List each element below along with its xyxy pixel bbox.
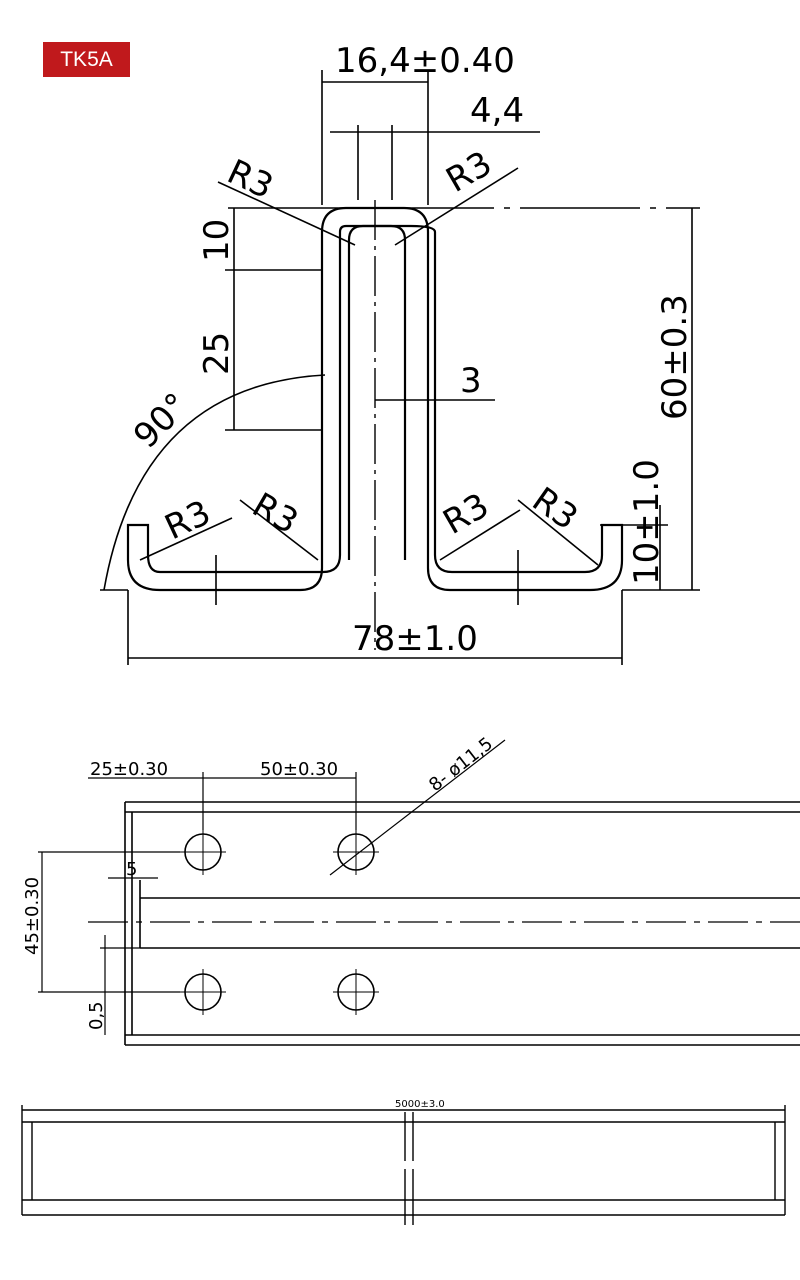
height-10-dimension: 10 (197, 219, 237, 262)
radius-label-top-left: R3 (221, 152, 279, 207)
base-width-dimension: 78±1.0 (352, 619, 478, 659)
radius-label-right-outer: R3 (525, 480, 585, 539)
height-25-dimension: 25 (197, 332, 237, 375)
length-dimension: 5000±3.0 (395, 1099, 445, 1110)
radius-label-right-inner: R3 (437, 486, 496, 543)
slot-width-dimension: 4,4 (470, 91, 524, 131)
radius-label-top-right: R3 (440, 144, 499, 201)
hole-pitch-dimension: 50±0.30 (260, 759, 338, 780)
length-view (21, 1105, 786, 1225)
thickness-dimension: 3 (460, 361, 482, 401)
offset-5-dimension: 5 (126, 859, 137, 880)
model-badge: TK5A (43, 42, 130, 77)
offset-05-dimension: 0,5 (86, 1001, 107, 1030)
angle-90-label: 90° (126, 385, 197, 456)
height-60-dimension: 60±0.3 (655, 294, 695, 420)
hole-spec-label: 8- ø11,5 (425, 733, 497, 796)
vertical-pitch-dimension: 45±0.30 (22, 877, 43, 955)
top-width-dimension: 16,4±0.40 (335, 41, 515, 81)
radius-label-left-inner: R3 (246, 485, 305, 542)
holes-view (38, 739, 800, 1046)
edge-pitch-dimension: 25±0.30 (90, 759, 168, 780)
radius-label-left-outer: R3 (159, 493, 217, 548)
flange-height-dimension: 10±1.0 (627, 459, 667, 585)
